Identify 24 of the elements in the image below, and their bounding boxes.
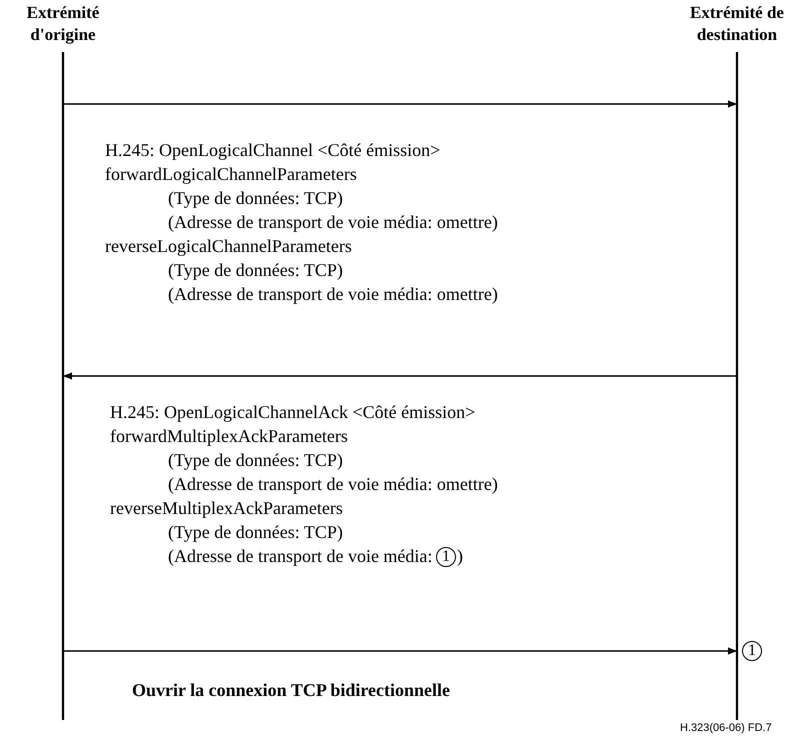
circled-number: 1 bbox=[742, 641, 762, 661]
parameter-name: reverseMultiplexAckParameters bbox=[110, 498, 343, 518]
parameter-name: forwardMultiplexAckParameters bbox=[110, 426, 348, 446]
parameter-value: (Type de données: TCP) bbox=[168, 260, 343, 280]
figure-reference: H.323(06-06) FD.7 bbox=[680, 721, 772, 736]
message-arrow bbox=[63, 100, 737, 108]
participant-label: Extrémité d'origine bbox=[26, 3, 100, 44]
parameter-name: forwardLogicalChannelParameters bbox=[105, 164, 357, 184]
message-arrow bbox=[63, 372, 737, 380]
parameter-value: (Adresse de transport de voie média: omettre) bbox=[168, 474, 498, 494]
parameter-value: (Adresse de transport de voie média: omettre) bbox=[168, 284, 498, 304]
note: Ouvrir la connexion TCP bidirectionnelle bbox=[132, 680, 450, 700]
parameter-value: (Adresse de transport de voie média: omettre) bbox=[168, 212, 498, 232]
parameter-name: reverseLogicalChannelParameters bbox=[105, 236, 352, 256]
parameter-value: (Type de données: TCP) bbox=[168, 450, 343, 470]
parameter-value: ) bbox=[457, 546, 463, 566]
message-label: H.245: OpenLogicalChannelAck <Côté émission> bbox=[110, 402, 476, 422]
message-arrow bbox=[63, 647, 737, 655]
circled-number: 1 bbox=[436, 547, 456, 567]
parameter-value: (Type de données: TCP) bbox=[168, 522, 343, 542]
parameter-value: (Type de données: TCP) bbox=[168, 188, 343, 208]
message-label: H.245: OpenLogicalChannel <Côté émission> bbox=[105, 140, 440, 160]
participant-label: Extrémité de destination bbox=[690, 3, 784, 44]
parameter-value: (Adresse de transport de voie média: bbox=[168, 546, 432, 566]
